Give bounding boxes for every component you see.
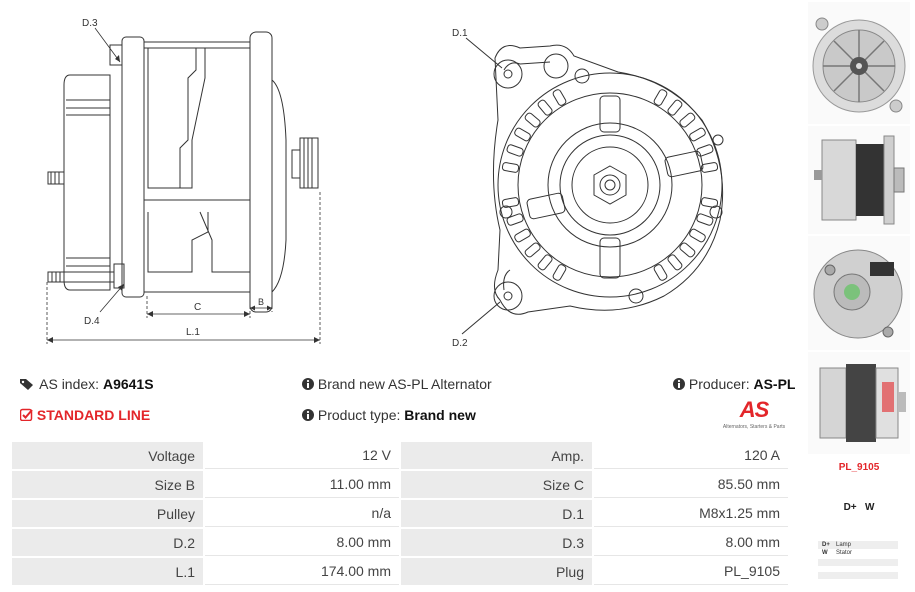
label-d2: D.2 bbox=[452, 338, 468, 349]
spec-value: 120 A bbox=[594, 442, 788, 469]
spec-label: Plug bbox=[401, 558, 592, 585]
plug-terminals: D+ W bbox=[843, 502, 875, 513]
spec-value: 8.00 mm bbox=[205, 529, 399, 556]
photo-angle-view[interactable] bbox=[808, 352, 910, 454]
spec-value: n/a bbox=[205, 500, 399, 527]
side-view-drawing: D.3 D.4 C B L.1 bbox=[46, 18, 321, 344]
as-index-value: A9641S bbox=[102, 376, 154, 392]
spec-value: M8x1.25 mm bbox=[594, 500, 788, 527]
brand-info: Brand new AS-PL Alternator bbox=[302, 376, 492, 392]
producer-label: Producer: bbox=[688, 376, 750, 392]
producer-value: AS-PL bbox=[753, 376, 796, 392]
as-index-label: AS index: bbox=[39, 376, 100, 392]
legend-code: W bbox=[822, 550, 828, 556]
spec-label: Voltage bbox=[12, 442, 203, 469]
plug-code: PL_9105 bbox=[838, 462, 880, 473]
legend-desc: Lamp bbox=[836, 542, 852, 548]
front-view-drawing: D.1 D.2 bbox=[452, 28, 724, 349]
legend-row: D+ Lamp bbox=[818, 541, 898, 549]
spec-label: Size C bbox=[401, 471, 592, 498]
label-d3: D.3 bbox=[82, 18, 98, 29]
spec-label: D.3 bbox=[401, 529, 592, 556]
spec-value: 174.00 mm bbox=[205, 558, 399, 585]
standard-line: STANDARD LINE bbox=[19, 407, 151, 423]
spec-label: Amp. bbox=[401, 442, 592, 469]
legend-code: D+ bbox=[822, 542, 830, 548]
spec-value: PL_9105 bbox=[594, 558, 788, 585]
product-type: Product type: Brand new bbox=[302, 407, 476, 423]
tags-icon bbox=[20, 379, 33, 390]
spec-value: 12 V bbox=[205, 442, 399, 469]
spec-label: D.1 bbox=[401, 500, 592, 527]
product-type-label: Product type: bbox=[317, 407, 401, 423]
standard-line-label: STANDARD LINE bbox=[36, 407, 151, 423]
as-pl-logo: AS Alternators, Starters & Parts bbox=[716, 399, 792, 433]
label-d4: D.4 bbox=[84, 316, 100, 327]
label-b: B bbox=[258, 297, 264, 307]
info-circle-icon bbox=[302, 378, 314, 390]
spec-label: L.1 bbox=[12, 558, 203, 585]
spec-label: Size B bbox=[12, 471, 203, 498]
legend-desc: Stator bbox=[836, 550, 853, 556]
photo-rear-view[interactable] bbox=[808, 236, 910, 350]
logo-mark: AS bbox=[739, 397, 770, 422]
legend-row: W Stator bbox=[818, 549, 898, 557]
terminal-legend: D+ Lamp W Stator bbox=[818, 541, 898, 579]
check-square-icon bbox=[19, 408, 33, 422]
spec-value: 85.50 mm bbox=[594, 471, 788, 498]
spec-label: Pulley bbox=[12, 500, 203, 527]
brand-text: Brand new AS-PL Alternator bbox=[317, 376, 492, 392]
label-c: C bbox=[194, 302, 201, 313]
spec-label: D.2 bbox=[12, 529, 203, 556]
logo-tagline: Alternators, Starters & Parts bbox=[722, 424, 786, 430]
product-type-value: Brand new bbox=[404, 407, 476, 423]
as-index: AS index: A9641S bbox=[20, 376, 154, 392]
info-circle-icon bbox=[302, 409, 314, 421]
label-d1: D.1 bbox=[452, 28, 468, 39]
info-circle-icon bbox=[673, 378, 685, 390]
spec-value: 8.00 mm bbox=[594, 529, 788, 556]
photo-front-view[interactable] bbox=[808, 2, 910, 124]
producer: Producer: AS-PL bbox=[673, 376, 795, 392]
label-l1: L.1 bbox=[186, 327, 200, 338]
spec-value: 11.00 mm bbox=[205, 471, 399, 498]
photo-side-view[interactable] bbox=[808, 126, 910, 234]
